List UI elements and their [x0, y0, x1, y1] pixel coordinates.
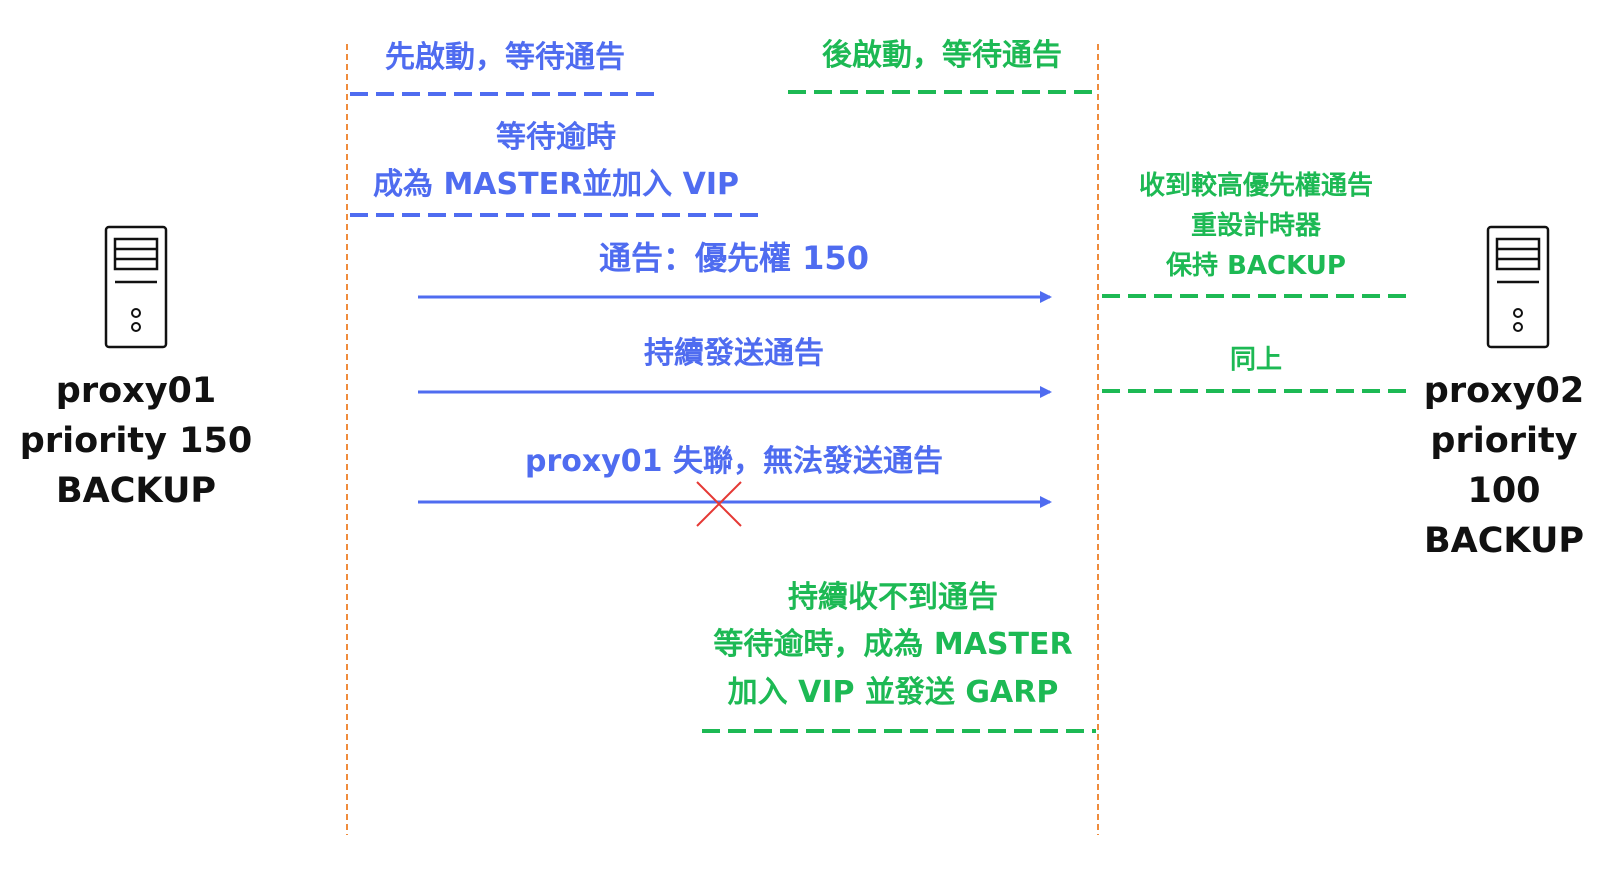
lost-cross-icon — [696, 481, 742, 527]
note-right-takeover-2: 等待逾時，成為 MASTER — [713, 627, 1073, 662]
note-right-received-2: 重設計時器 — [1190, 211, 1321, 241]
message-label-2: 持續發送通告 — [644, 336, 824, 371]
node-name: proxy01 — [55, 371, 217, 411]
node-priority: priority 150 — [19, 421, 253, 461]
note-left-startup: 先啟動，等待通告 — [385, 40, 625, 75]
server-icon — [104, 225, 168, 349]
note-right-received-1: 收到較高優先權通告 — [1138, 171, 1373, 201]
note-right-startup: 後啟動，等待通告 — [822, 38, 1062, 73]
note-right-takeover-3: 加入 VIP 並發送 GARP — [727, 675, 1059, 710]
node-state: BACKUP — [1423, 521, 1585, 561]
node-state: BACKUP — [55, 471, 217, 511]
node-proxy01: proxy01 priority 150 BACKUP — [6, 366, 266, 516]
message-label-3: proxy01 失聯，無法發送通告 — [525, 444, 943, 479]
note-right-received-3: 保持 BACKUP — [1166, 251, 1346, 281]
note-right-same: 同上 — [1229, 345, 1282, 375]
node-name: proxy02 — [1423, 371, 1585, 411]
node-proxy02: proxy02 priority 100 BACKUP — [1389, 366, 1619, 566]
message-label-1: 通告：優先權 150 — [599, 239, 869, 277]
note-left-timeout-2: 成為 MASTER並加入 VIP — [373, 167, 739, 202]
node-priority: priority 100 — [1430, 421, 1578, 511]
note-right-takeover-1: 持續收不到通告 — [788, 580, 998, 615]
note-left-timeout-1: 等待逾時 — [496, 120, 616, 155]
server-icon — [1486, 225, 1550, 349]
